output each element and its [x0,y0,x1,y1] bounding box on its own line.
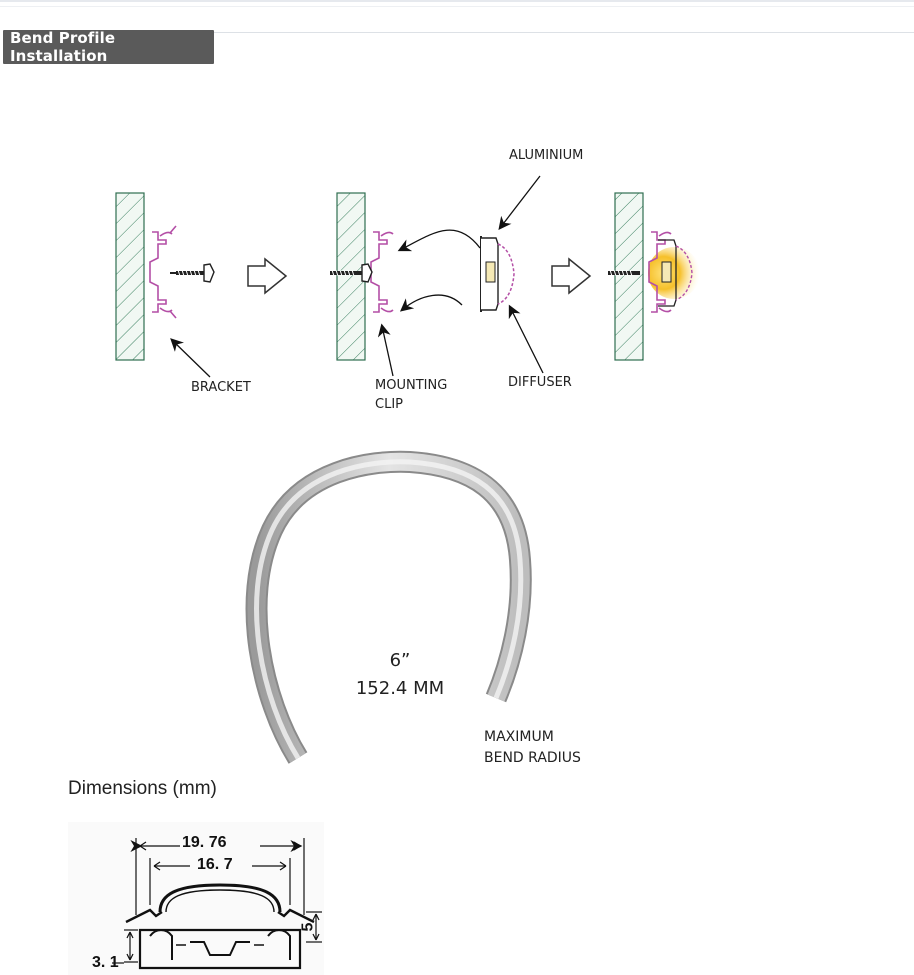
inner-width-value: 16. 7 [197,856,233,873]
top-rule [0,0,914,2]
screw-icon-3 [608,269,640,277]
dimensions-title: Dimensions (mm) [68,778,217,799]
step-arrow-icon-2 [551,257,592,295]
aluminium-pointer [498,175,541,231]
curved-arrow-top [397,229,481,252]
bracket-profile-1 [149,225,177,319]
wall-3 [614,192,644,361]
top-rule-secondary [0,6,914,7]
wall-1 [115,192,145,361]
bend-radius-mm: 152.4 MM [355,678,445,699]
height-value: 5 [299,922,317,932]
page-title: Bend Profile Installation [3,29,214,65]
bend-strip [245,450,532,764]
diffuser-pointer [508,304,544,374]
aluminium-label: ALUMINIUM [509,148,584,163]
base-height-value: 3. 1 [92,954,119,971]
mounting-clip-label-line2: CLIP [375,397,403,412]
bend-caption-line1: MAXIMUM [484,729,554,745]
curved-arrow-bottom [400,294,463,312]
diffuser-profile [480,236,515,312]
header-divider [214,32,914,33]
clip-pointer [377,323,394,377]
overall-width-value: 19. 76 [182,834,227,851]
step-arrow-icon-1 [247,257,288,295]
mounting-clip-profile [370,231,394,313]
bend-caption-line2: BEND RADIUS [484,750,581,766]
mounting-clip-label-line1: MOUNTING [375,378,448,393]
screw-icon-2 [330,263,373,283]
screw-icon-1 [170,263,215,283]
bracket-label: BRACKET [191,380,251,395]
led-glow [648,247,700,299]
bracket-pointer [170,338,211,378]
diffuser-label: DIFFUSER [508,375,572,390]
bend-radius-inches: 6” [389,650,411,671]
profile-cross-section [68,822,324,975]
wall-2 [336,192,366,361]
